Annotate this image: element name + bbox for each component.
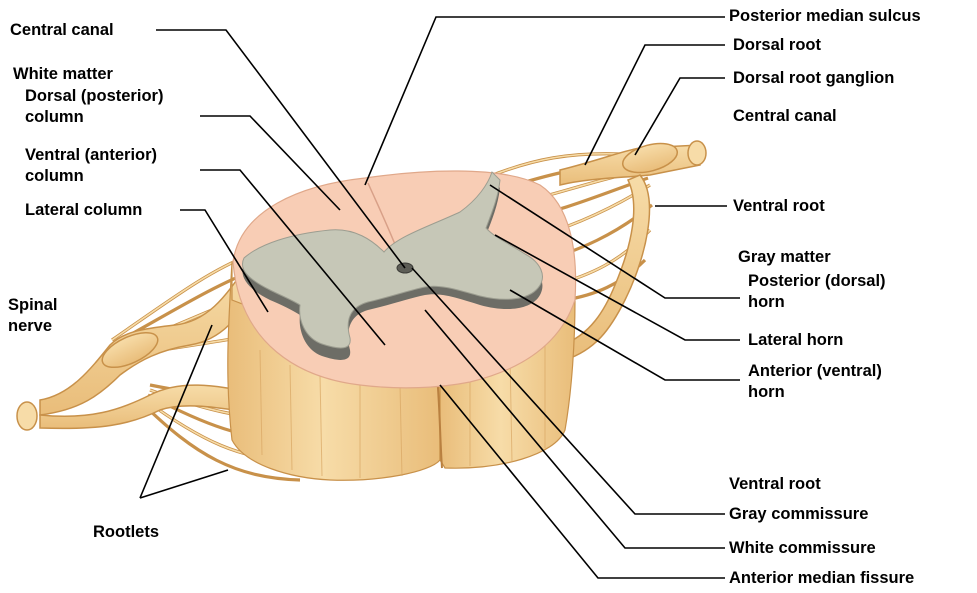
label-ventral-column-line2: column [25, 166, 84, 187]
label-dorsal-root-ganglion: Dorsal root ganglion [733, 68, 894, 89]
label-anterior-horn-line1: Anterior (ventral) [748, 361, 882, 382]
label-spinal-nerve-line2: nerve [8, 316, 52, 337]
leader-dorsal-root-ganglion [635, 78, 725, 155]
label-posterior-horn-line2: horn [748, 292, 785, 313]
label-gray-commissure: Gray commissure [729, 504, 868, 525]
label-anterior-horn-line2: horn [748, 382, 785, 403]
label-ventral-column-line1: Ventral (anterior) [25, 145, 157, 166]
label-central-canal-right: Central canal [733, 106, 837, 127]
label-posterior-horn-line1: Posterior (dorsal) [748, 271, 886, 292]
leader-rootlets-b [140, 470, 228, 498]
label-ventral-root-lower: Ventral root [729, 474, 821, 495]
label-gray-matter: Gray matter [738, 247, 831, 268]
label-white-matter: White matter [13, 64, 113, 85]
label-white-commissure: White commissure [729, 538, 876, 559]
label-lateral-column: Lateral column [25, 200, 142, 221]
label-posterior-median-sulcus: Posterior median sulcus [729, 6, 921, 27]
label-rootlets: Rootlets [93, 522, 159, 543]
label-spinal-nerve-line1: Spinal [8, 295, 58, 316]
label-anterior-median-fissure: Anterior median fissure [729, 568, 914, 589]
label-dorsal-column-line2: column [25, 107, 84, 128]
label-central-canal-left: Central canal [10, 20, 114, 41]
label-dorsal-column-line1: Dorsal (posterior) [25, 86, 163, 107]
label-ventral-root-upper: Ventral root [733, 196, 825, 217]
label-dorsal-root: Dorsal root [733, 35, 821, 56]
label-lateral-horn: Lateral horn [748, 330, 843, 351]
